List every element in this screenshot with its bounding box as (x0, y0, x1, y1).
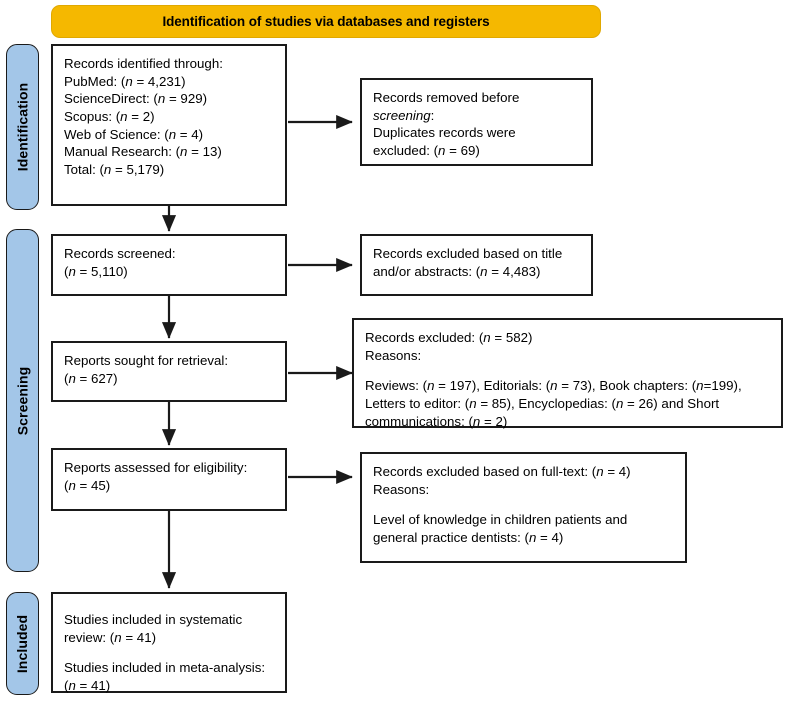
records-excluded-title-line-2: and/or abstracts: (n = 4,483) (373, 263, 541, 279)
records-excluded-reasons-spacer (365, 364, 770, 377)
box-records-identified: Records identified through: PubMed: (n =… (51, 44, 287, 206)
records-removed-line-1: Records removed before (373, 90, 520, 105)
records-excluded-reasons-line-2: Reasons: (365, 347, 422, 363)
box-records-excluded-with-reasons: Records excluded: (n = 582) Reasons: Rev… (352, 318, 783, 429)
stage-label-included: Included (6, 592, 39, 695)
records-identified-line-1: Records identified through: (64, 56, 223, 71)
studies-included-line-2: review: (n = 41) (64, 629, 157, 645)
box-reports-assessed-for-eligibility: Reports assessed for eligibility: (n = 4… (51, 448, 287, 511)
records-excluded-fulltext-line-3: Level of knowledge in children patients … (373, 512, 628, 528)
stage-label-identification: Identification (6, 44, 39, 210)
records-excluded-fulltext-line-4: general practice dentists: (n = 4) (373, 530, 564, 546)
records-identified-line-6: Manual Research: (n = 13) (64, 144, 222, 160)
box-records-excluded-full-text: Records excluded based on full-text: (n … (360, 452, 687, 563)
records-excluded-fulltext-spacer (373, 498, 674, 511)
box-reports-sought-for-retrieval: Reports sought for retrieval: (n = 627) (51, 341, 287, 402)
records-identified-line-4: Scopus: (n = 2) (64, 109, 155, 125)
banner-identification-title: Identification of studies via databases … (51, 5, 601, 38)
records-screened-line-1: Records screened: (64, 246, 176, 261)
box-studies-included: Studies included in systematic review: (… (51, 592, 287, 693)
records-removed-line-4: excluded: (n = 69) (373, 143, 480, 159)
records-identified-line-3: ScienceDirect: (n = 929) (64, 91, 208, 107)
box-records-excluded-title-abstract: Records excluded based on title and/or a… (360, 234, 593, 296)
banner-title-text: Identification of studies via databases … (162, 14, 490, 29)
studies-included-line-3: Studies included in meta-analysis: (64, 660, 266, 676)
records-identified-line-7: Total: (n = 5,179) (64, 162, 165, 178)
studies-included-spacer (64, 646, 274, 659)
records-screened-line-2: (n = 5,110) (64, 263, 128, 279)
reports-sought-line-1: Reports sought for retrieval: (64, 353, 229, 368)
records-excluded-reasons-line-1: Records excluded: (n = 582) (365, 330, 533, 345)
records-excluded-fulltext-line-1: Records excluded based on full-text: (n … (373, 464, 631, 479)
reports-sought-line-2: (n = 627) (64, 370, 118, 386)
box-records-removed-before-screening: Records removed before screening: Duplic… (360, 78, 593, 166)
box-records-screened: Records screened: (n = 5,110) (51, 234, 287, 296)
records-excluded-fulltext-line-2: Reasons: (373, 481, 430, 497)
records-removed-line-3: Duplicates records were (373, 125, 516, 141)
records-identified-line-5: Web of Science: (n = 4) (64, 126, 204, 142)
stage-label-screening-text: Screening (14, 366, 31, 435)
records-excluded-reasons-line-4: Letters to editor: (n = 85), Encyclopedi… (365, 396, 720, 412)
reports-assessed-line-1: Reports assessed for eligibility: (64, 460, 248, 475)
stage-label-identification-text: Identification (14, 82, 31, 172)
stage-label-screening: Screening (6, 229, 39, 572)
reports-assessed-line-2: (n = 45) (64, 477, 111, 493)
records-identified-line-2: PubMed: (n = 4,231) (64, 73, 186, 89)
records-excluded-reasons-line-5: communications: (n = 2) (365, 413, 508, 429)
records-removed-line-2: screening: (373, 107, 435, 123)
stage-label-included-text: Included (14, 614, 31, 673)
studies-included-line-4: (n = 41) (64, 678, 111, 694)
studies-included-line-1: Studies included in systematic (64, 612, 243, 627)
records-excluded-reasons-line-3: Reviews: (n = 197), Editorials: (n = 73)… (365, 378, 742, 394)
records-excluded-title-line-1: Records excluded based on title (373, 246, 563, 261)
